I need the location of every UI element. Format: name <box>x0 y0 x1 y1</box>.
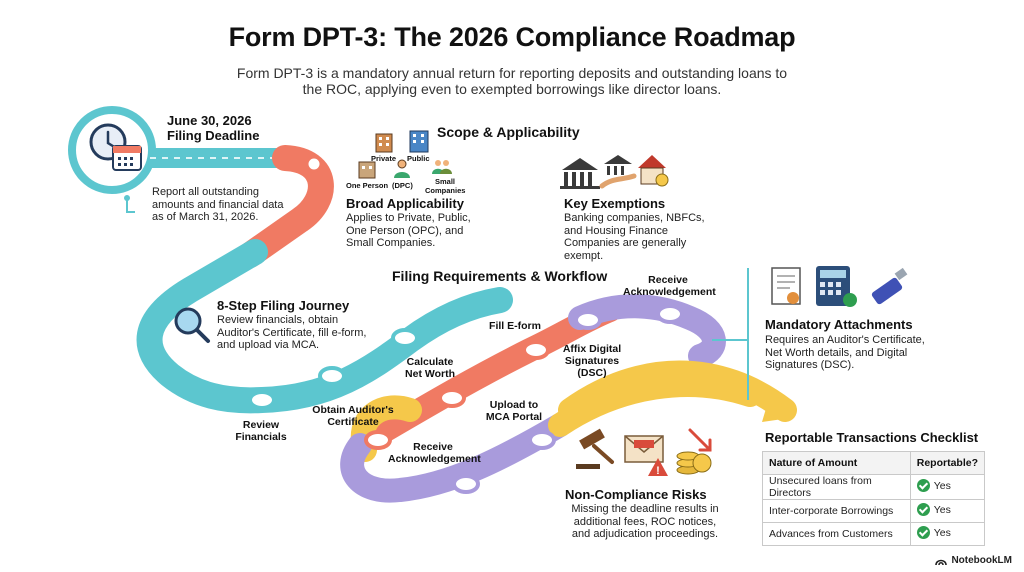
brand-label: NotebookLM <box>951 555 1012 566</box>
milestone-calculate-b <box>391 328 419 348</box>
risks-heading: Non-Compliance Risks <box>565 487 707 502</box>
deadline-date: June 30, 2026 <box>167 113 252 128</box>
step-receive-top: Receive Acknowledgement <box>623 274 716 298</box>
milestone-receive-bottom <box>452 474 480 494</box>
person-icon <box>394 159 410 178</box>
step-review: Review Financials <box>235 419 287 443</box>
svg-text:!: ! <box>656 465 660 477</box>
entity-label-small: Small Companies <box>425 177 466 195</box>
milestone-fill <box>522 340 550 360</box>
step-upload: Upload to MCA Portal <box>485 399 543 423</box>
checklist-heading: Reportable Transactions Checklist <box>765 430 979 445</box>
checklist-item: Advances from Customers <box>762 522 911 546</box>
check-icon <box>916 479 930 492</box>
warning-mail-icon: ! <box>624 435 668 477</box>
arrow-head-icon <box>762 395 790 422</box>
entity-label-one-person: One Person <box>346 181 389 190</box>
step-fill: Fill E-form <box>489 320 541 332</box>
attachments-heading: Mandatory Attachments <box>765 317 913 332</box>
calendar-icon <box>112 145 142 171</box>
gavel-icon <box>576 428 614 469</box>
one-person-building-icon <box>358 161 376 179</box>
bank-hand-icon <box>599 155 637 189</box>
broad-text: Applies to Private, Public, One Person (… <box>346 212 471 249</box>
milestone-upload <box>438 388 466 408</box>
path-segment-purple-bottom <box>340 413 572 503</box>
table-row: Inter-corporate Borrowings Yes <box>762 499 986 523</box>
step-affix: Affix Digital Signatures (DSC) <box>562 343 622 379</box>
deadline-heading: Filing Deadline <box>167 128 260 143</box>
checklist-col-reportable: Reportable? <box>909 451 986 475</box>
scope-heading: Scope & Applicability <box>437 124 580 140</box>
step-calculate: Calculate Net Worth <box>405 356 455 380</box>
page-subtitle: Form DPT-3 is a mandatory annual return … <box>236 65 788 97</box>
milestone-receive-top <box>656 304 684 324</box>
checklist-item: Unsecured loans from Directors <box>762 474 911 500</box>
table-row: Advances from Customers Yes <box>762 522 986 546</box>
usb-key-icon <box>871 267 908 305</box>
checklist-value: Yes <box>933 526 951 539</box>
milestone-affix <box>574 310 602 330</box>
workflow-heading: Filing Requirements & Workflow <box>392 268 608 284</box>
exemptions-text: Banking companies, NBFCs, and Housing Fi… <box>564 212 705 262</box>
calculator-icon <box>816 266 857 307</box>
journey-text: Review financials, obtain Auditor's Cert… <box>217 314 367 351</box>
step-receive-bottom: Receive Acknowledgement <box>388 441 481 465</box>
milestone-obtain <box>364 430 392 450</box>
checklist-item: Inter-corporate Borrowings <box>762 499 911 523</box>
milestone-calculate-a <box>318 366 346 386</box>
entity-label-private: Private <box>371 154 397 163</box>
entity-label-dpc: (DPC) <box>392 181 413 190</box>
certificate-icon <box>771 267 801 305</box>
exemptions-heading: Key Exemptions <box>564 196 666 211</box>
milestone-review <box>248 390 276 410</box>
notebooklm-logo-icon <box>935 559 948 565</box>
step-obtain: Obtain Auditor's Certificate <box>312 404 394 428</box>
check-icon <box>916 526 930 539</box>
page-title: Form DPT-3: The 2026 Compliance Roadmap <box>228 22 796 52</box>
entity-label-public: Public <box>407 154 430 163</box>
milestone-upload-b <box>528 430 556 450</box>
check-icon <box>916 503 930 516</box>
checklist-value: Yes <box>933 503 951 516</box>
location-pin-icon <box>305 155 323 173</box>
path-segment-purple-top <box>568 294 726 368</box>
journey-heading: 8-Step Filing Journey <box>217 298 350 313</box>
broad-heading: Broad Applicability <box>346 196 464 211</box>
house-finance-icon <box>638 155 669 187</box>
checklist-col-nature: Nature of Amount <box>762 451 911 475</box>
deadline-text: Report all outstanding amounts and finan… <box>152 186 284 223</box>
coins-down-icon <box>676 428 712 475</box>
checklist-value: Yes <box>933 479 951 492</box>
checklist-table: Nature of Amount Reportable? Unsecured l… <box>762 451 986 546</box>
brand: NotebookLM <box>935 555 1012 566</box>
bank-icon <box>560 158 600 189</box>
path-segment-coral <box>237 145 334 268</box>
attachments-text: Requires an Auditor's Certificate, Net W… <box>765 334 925 371</box>
private-building-icon <box>375 133 393 153</box>
magnifier-icon <box>174 307 210 343</box>
table-row: Unsecured loans from Directors Yes <box>762 474 986 500</box>
risks-text: Missing the deadline results in addition… <box>571 503 719 540</box>
public-building-icon <box>409 130 429 153</box>
group-icon <box>432 160 452 174</box>
